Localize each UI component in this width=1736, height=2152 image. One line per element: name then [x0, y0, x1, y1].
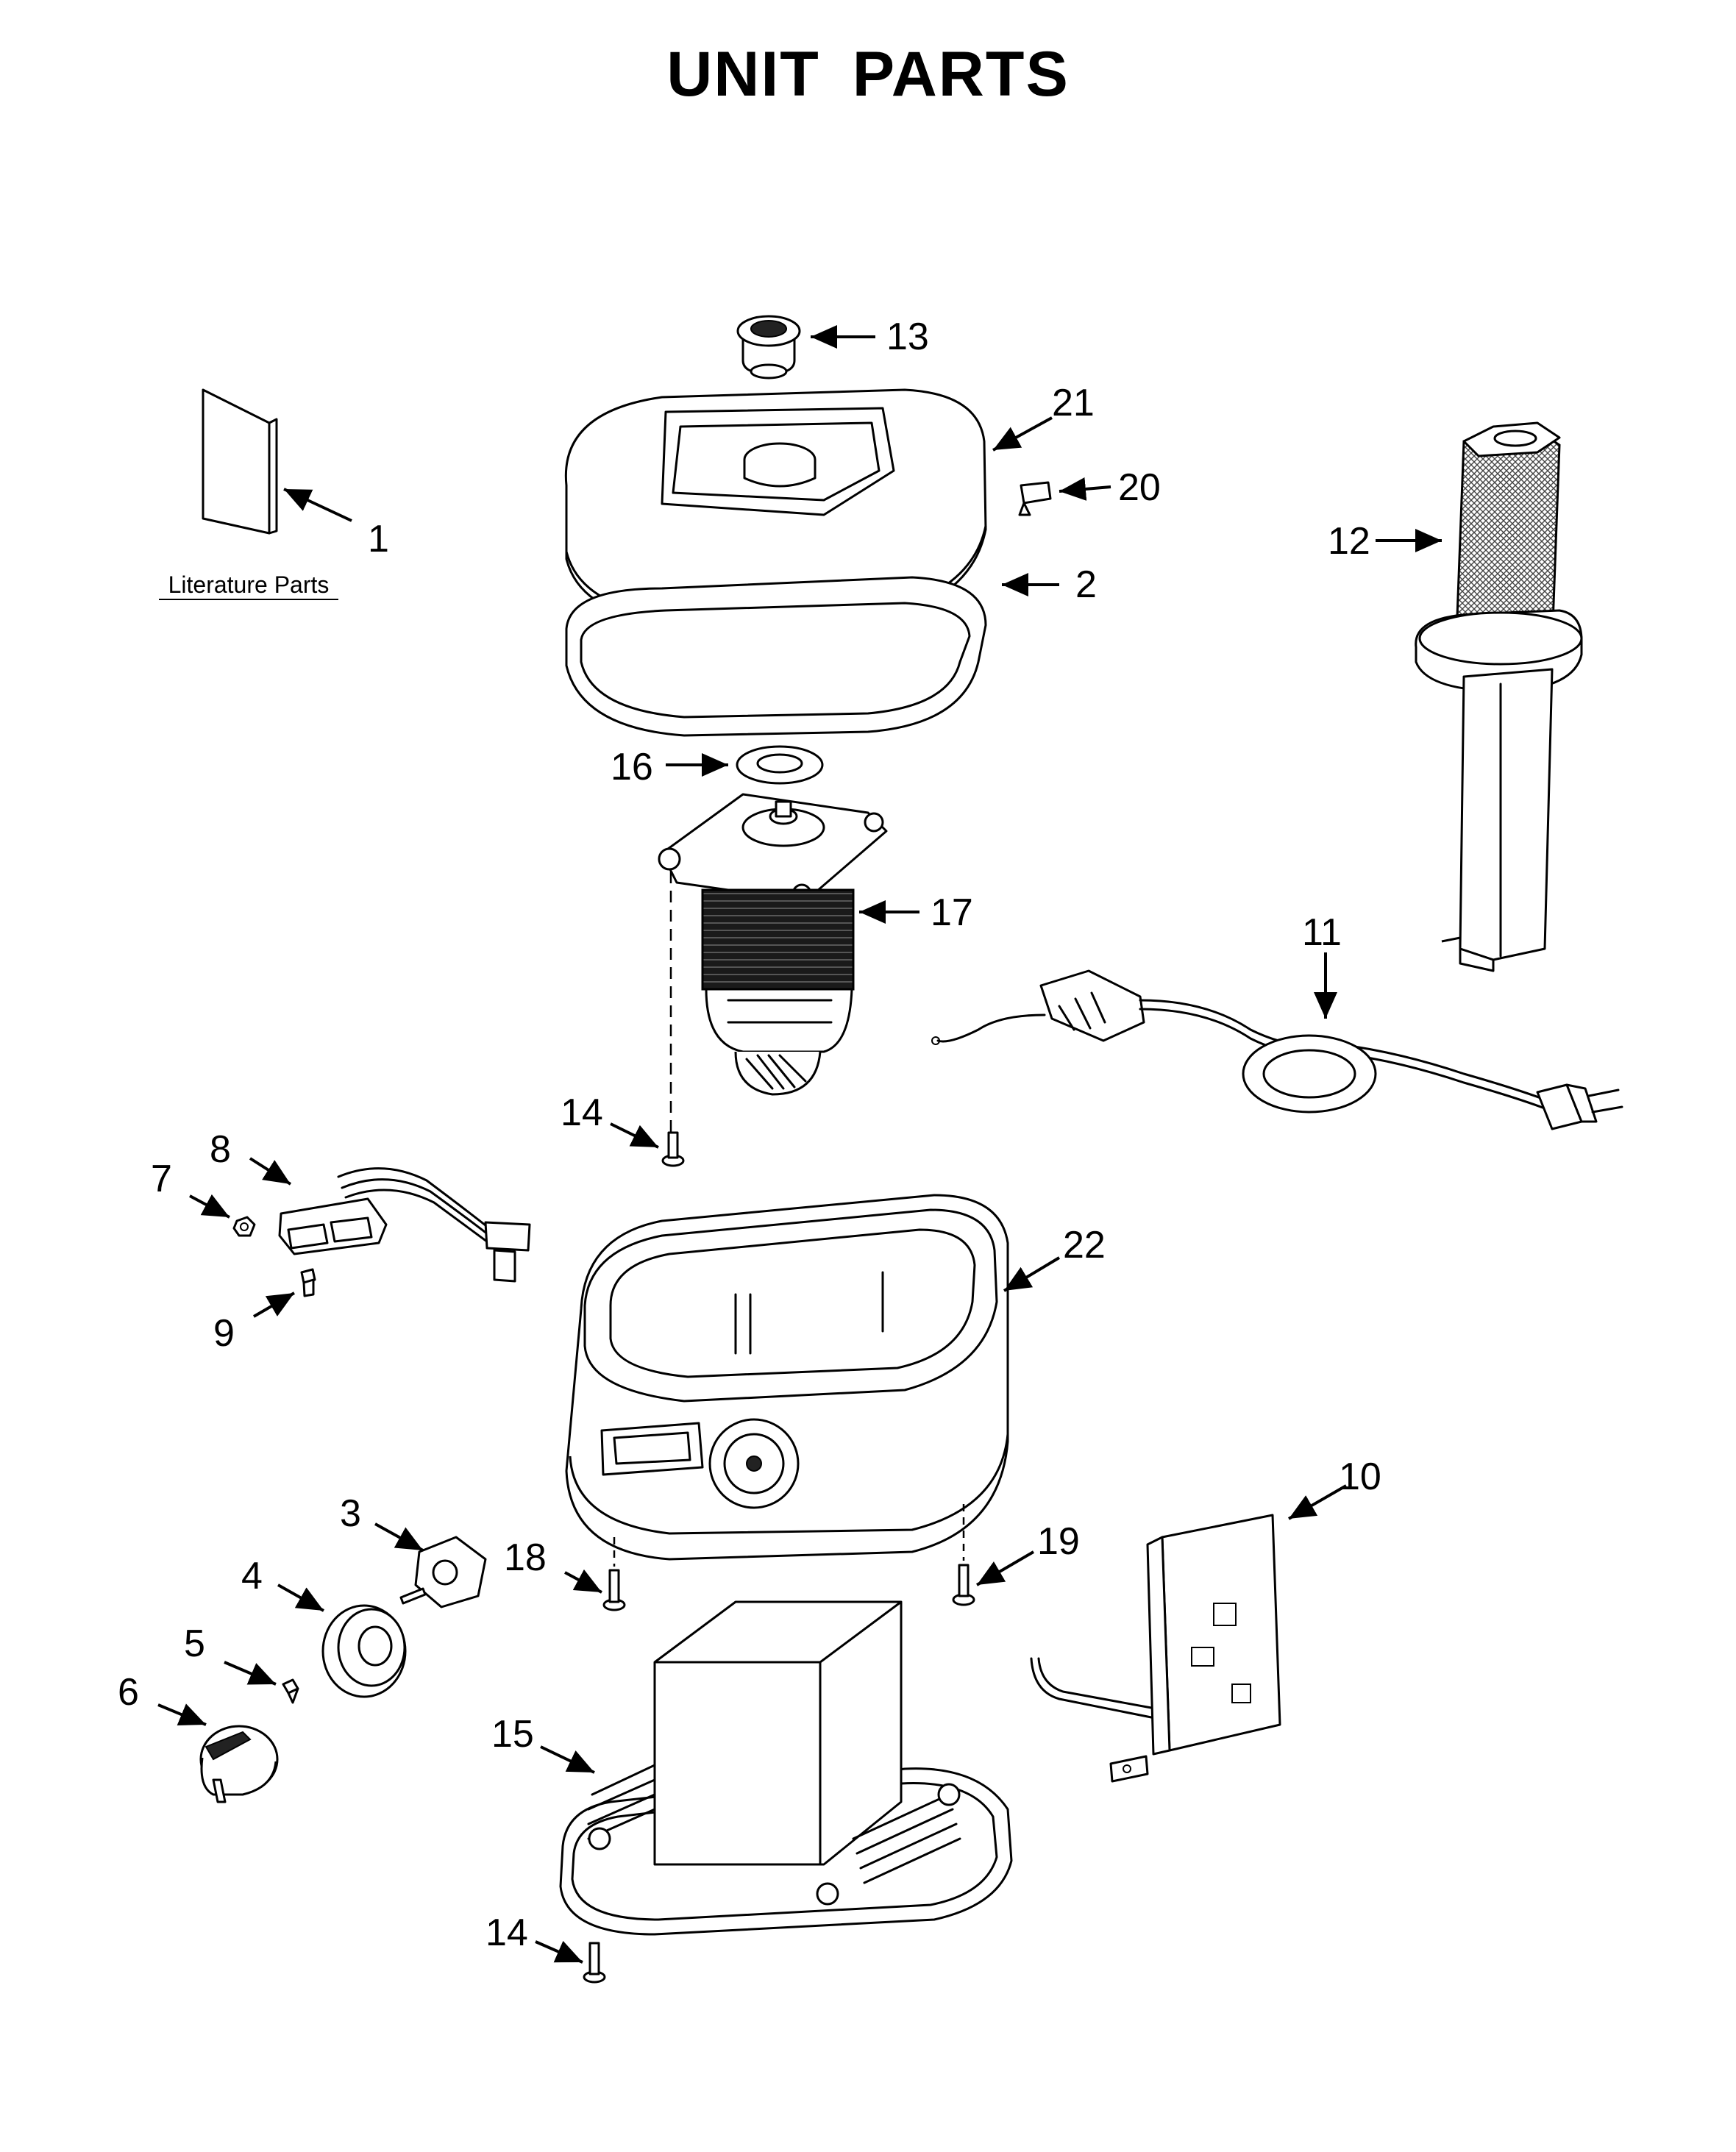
- callout-4[interactable]: 4: [241, 1555, 263, 1597]
- dial-base[interactable]: [321, 1604, 407, 1698]
- callout-15[interactable]: 15: [491, 1713, 534, 1756]
- literature-booklet[interactable]: [202, 388, 278, 535]
- arrow-icon: [283, 488, 352, 522]
- motor-assembly[interactable]: [658, 793, 888, 1096]
- arrow-icon: [1288, 1484, 1347, 1520]
- screw-18[interactable]: [602, 1569, 626, 1611]
- screw-14-lower[interactable]: [583, 1942, 606, 1984]
- drive-coupler[interactable]: [736, 315, 801, 380]
- screw-14-upper[interactable]: [661, 1131, 685, 1167]
- callout-16[interactable]: 16: [611, 746, 653, 788]
- base-housing[interactable]: [565, 1194, 1009, 1561]
- callout-1[interactable]: 1: [368, 518, 389, 560]
- callout-14a[interactable]: 14: [561, 1091, 603, 1134]
- callout-5[interactable]: 5: [184, 1622, 205, 1665]
- callout-17[interactable]: 17: [931, 891, 973, 934]
- arrow-icon: [1059, 477, 1111, 501]
- arrow-icon: [610, 1122, 659, 1149]
- callout-18[interactable]: 18: [504, 1536, 547, 1579]
- arrow-icon: [564, 1569, 602, 1594]
- arrow-icon: [224, 1661, 277, 1686]
- cover-pad[interactable]: [565, 576, 987, 737]
- screw-20[interactable]: [1018, 481, 1052, 516]
- literature-parts-label: Literature Parts: [168, 571, 330, 598]
- callout-3[interactable]: 3: [340, 1492, 361, 1535]
- callout-11[interactable]: 11: [1302, 911, 1342, 954]
- switch-harness[interactable]: [278, 1167, 531, 1283]
- arrow-icon: [189, 1194, 230, 1219]
- motor-gasket[interactable]: [736, 745, 824, 785]
- callout-7[interactable]: 7: [151, 1158, 172, 1200]
- callout-2[interactable]: 2: [1075, 563, 1097, 606]
- control-knob[interactable]: [199, 1725, 279, 1803]
- arrow-icon: [157, 1703, 207, 1726]
- power-cord[interactable]: [931, 969, 1623, 1130]
- callout-21[interactable]: 21: [1052, 382, 1095, 424]
- callout-22[interactable]: 22: [1063, 1224, 1106, 1266]
- control-board[interactable]: [1030, 1514, 1281, 1783]
- vent-grille-left: [587, 1764, 656, 1840]
- arrow-icon: [992, 416, 1053, 452]
- callout-8[interactable]: 8: [210, 1128, 231, 1171]
- callout-19[interactable]: 19: [1037, 1520, 1080, 1563]
- base-frame[interactable]: [559, 1600, 1013, 1936]
- tamper[interactable]: [1415, 421, 1583, 972]
- potentiometer[interactable]: [399, 1536, 487, 1608]
- base-top-cover[interactable]: [564, 388, 987, 627]
- screw-5[interactable]: [282, 1678, 299, 1704]
- arrow-icon: [1003, 1256, 1061, 1292]
- callout-10[interactable]: 10: [1339, 1456, 1381, 1498]
- arrow-icon: [975, 1550, 1035, 1586]
- nut-7[interactable]: [232, 1216, 256, 1237]
- screw-9[interactable]: [300, 1268, 316, 1297]
- arrow-icon: [374, 1522, 424, 1552]
- arrow-icon: [535, 1940, 583, 1964]
- callout-6[interactable]: 6: [118, 1671, 139, 1714]
- callout-20[interactable]: 20: [1118, 466, 1161, 509]
- arrow-icon: [277, 1583, 324, 1612]
- page-title: UNIT PARTS: [666, 39, 1070, 110]
- arrow-icon: [252, 1291, 296, 1318]
- callout-9[interactable]: 9: [213, 1312, 235, 1355]
- callout-12[interactable]: 12: [1328, 520, 1370, 563]
- screw-19[interactable]: [952, 1564, 975, 1606]
- vent-grille-right: [852, 1793, 961, 1884]
- callout-13[interactable]: 13: [886, 316, 929, 358]
- arrow-icon: [540, 1745, 595, 1774]
- arrow-icon: [249, 1157, 292, 1186]
- callout-14b[interactable]: 14: [485, 1911, 528, 1954]
